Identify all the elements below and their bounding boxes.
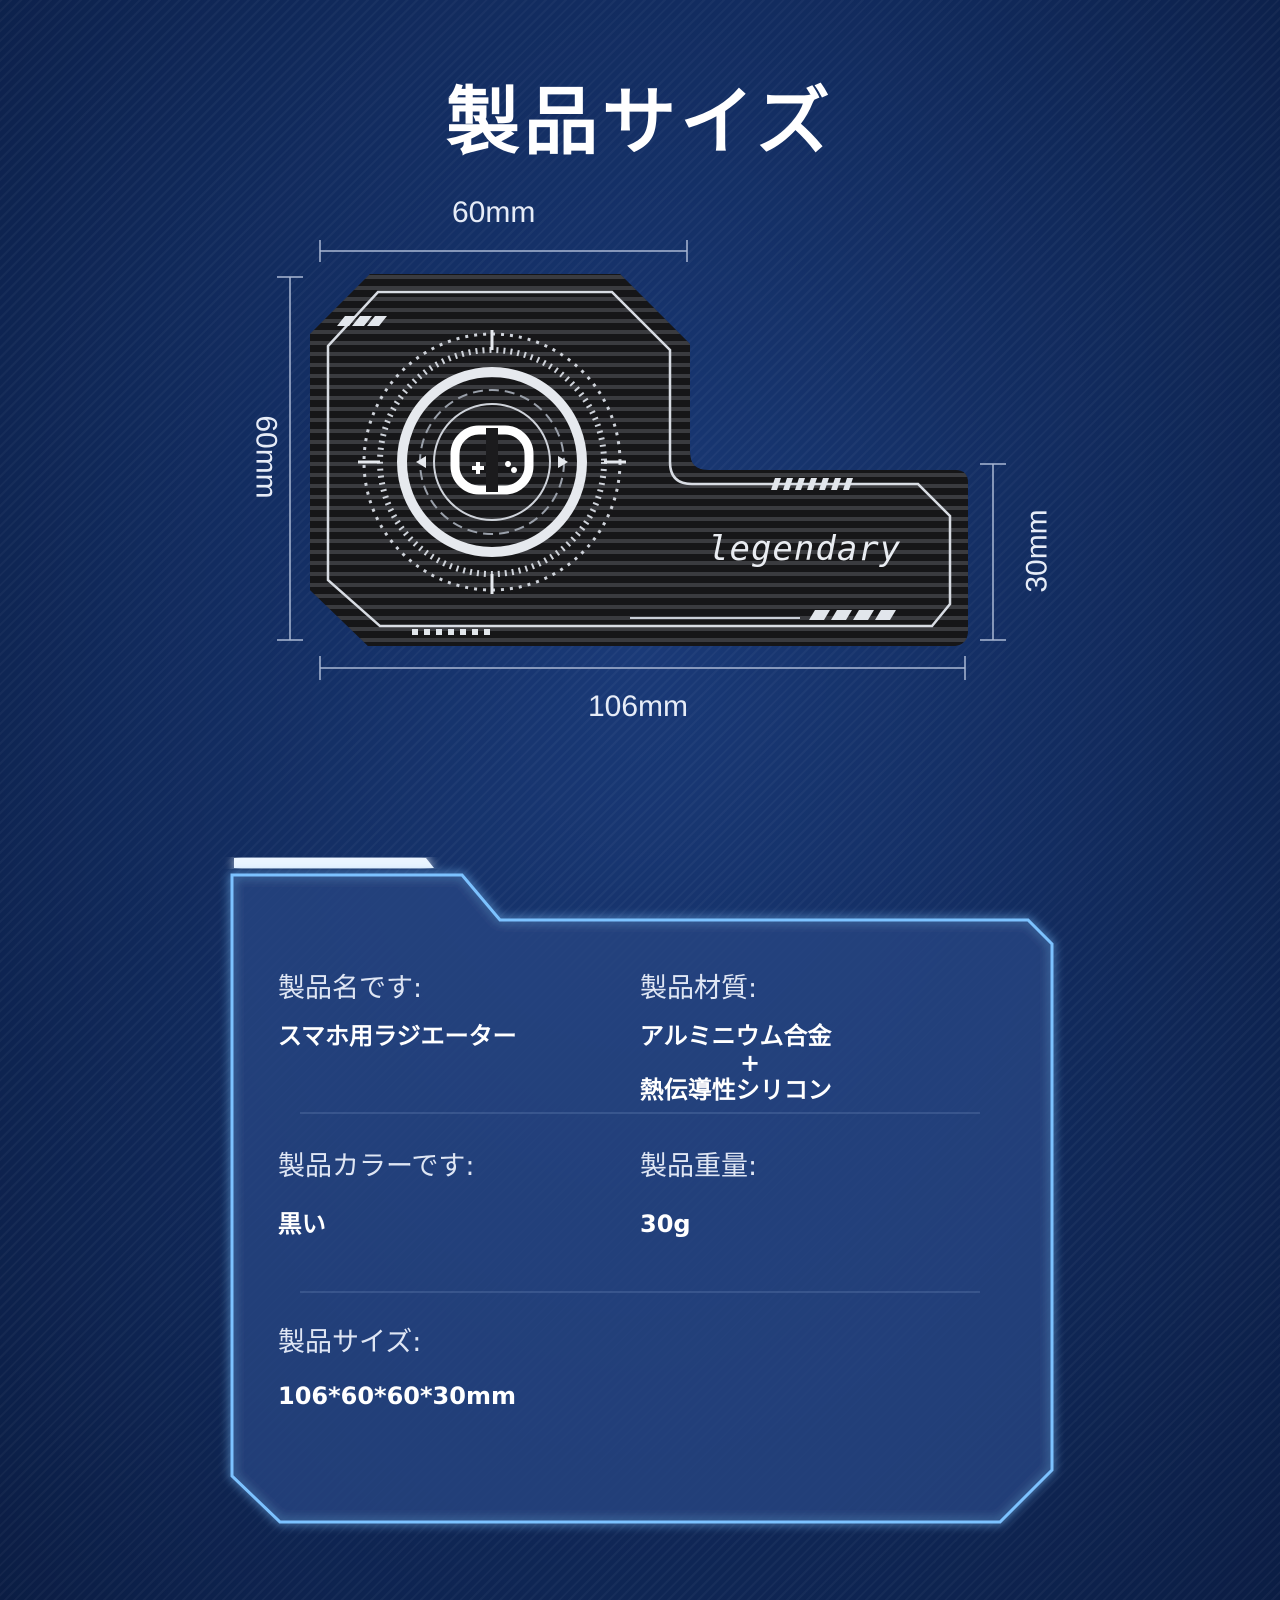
- spec-material-value: アルミニウム合金 + 熱伝導性シリコン: [640, 1023, 832, 1104]
- spec-material-plus: +: [740, 1048, 761, 1077]
- spec-material-label: 製品材質:: [640, 973, 758, 1004]
- spec-name-label: 製品名です:: [278, 973, 423, 1004]
- spec-weight-value: 30g: [640, 1210, 691, 1238]
- spec-material-line1: アルミニウム合金: [640, 1022, 832, 1050]
- spec-color-label: 製品カラーです:: [278, 1151, 475, 1182]
- spec-material-line2: 熱伝導性シリコン: [640, 1075, 832, 1104]
- spec-material: 製品材質: アルミニウム合金 + 熱伝導性シリコン: [640, 966, 832, 1104]
- fan-dial: [358, 330, 626, 594]
- spec-weight: 製品重量: 30g: [640, 1144, 757, 1238]
- spec-color: 製品カラーです: 黒い: [278, 1144, 474, 1238]
- spec-weight-label: 製品重量:: [640, 1151, 758, 1182]
- spec-name: 製品名です: スマホ用ラジエーター: [278, 966, 517, 1050]
- spec-size-value: 106*60*60*30mm: [278, 1382, 516, 1410]
- dimension-lines: [277, 240, 1006, 680]
- spec-color-value: 黒い: [278, 1210, 326, 1238]
- dimension-top-width: 60mm: [452, 196, 536, 229]
- gamepad-icon: [450, 425, 534, 495]
- brand-logo: legendary: [708, 529, 901, 569]
- product-illustration: legendary: [277, 240, 1006, 680]
- spec-size: 製品サイズ: 106*60*60*30mm: [278, 1320, 516, 1410]
- spec-size-label: 製品サイズ:: [278, 1327, 422, 1358]
- spec-name-value: スマホ用ラジエーター: [278, 1022, 517, 1050]
- dimension-bottom-width: 106mm: [588, 690, 689, 723]
- page-title: 製品サイズ: [446, 79, 834, 165]
